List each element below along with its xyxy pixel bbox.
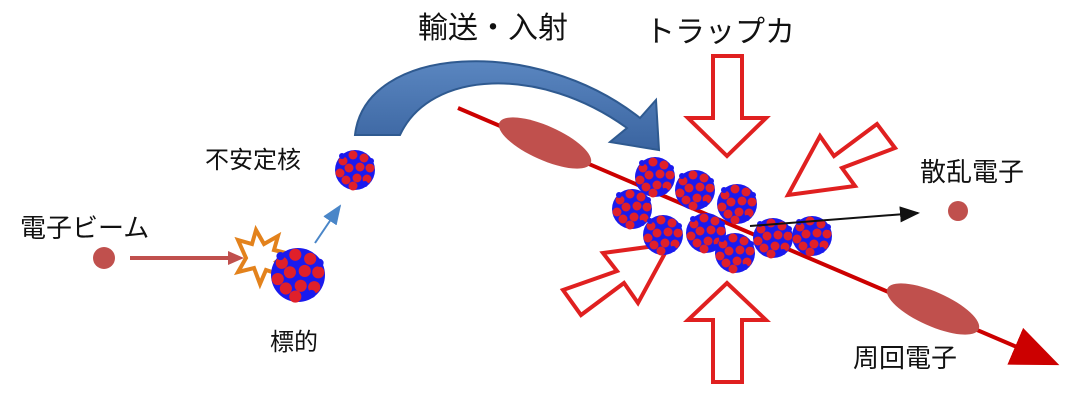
- transport-arrow: [353, 60, 661, 152]
- label-transport-injection: 輸送・入射: [418, 11, 568, 46]
- incident-electron: [93, 247, 115, 269]
- trap-force-arrow-top: [683, 54, 771, 159]
- label-electron-beam: 電子ビーム: [20, 214, 150, 244]
- trap-force-arrow-upper-right: [784, 121, 899, 198]
- trap-force-arrow-bottom: [682, 280, 772, 384]
- label-target: 標的: [270, 328, 318, 356]
- electron-bunch-upper: [498, 117, 592, 169]
- electron-bunch-lower: [886, 283, 980, 335]
- emission-arrow: [314, 204, 342, 244]
- label-circulating-electron: 周回電子: [853, 344, 958, 374]
- scattered-electron: [948, 201, 968, 221]
- trap-force-arrow-lower-left: [559, 241, 674, 318]
- label-unstable-nucleus: 不安定核: [205, 146, 301, 174]
- label-scattered-electron: 散乱電子: [920, 158, 1025, 188]
- scatter-arrow: [749, 206, 920, 227]
- label-trap-force: トラップカ: [645, 15, 795, 50]
- target-nucleus: [271, 248, 325, 303]
- unstable-nucleus: [335, 150, 375, 191]
- electron-beam-arrowhead: [228, 251, 244, 265]
